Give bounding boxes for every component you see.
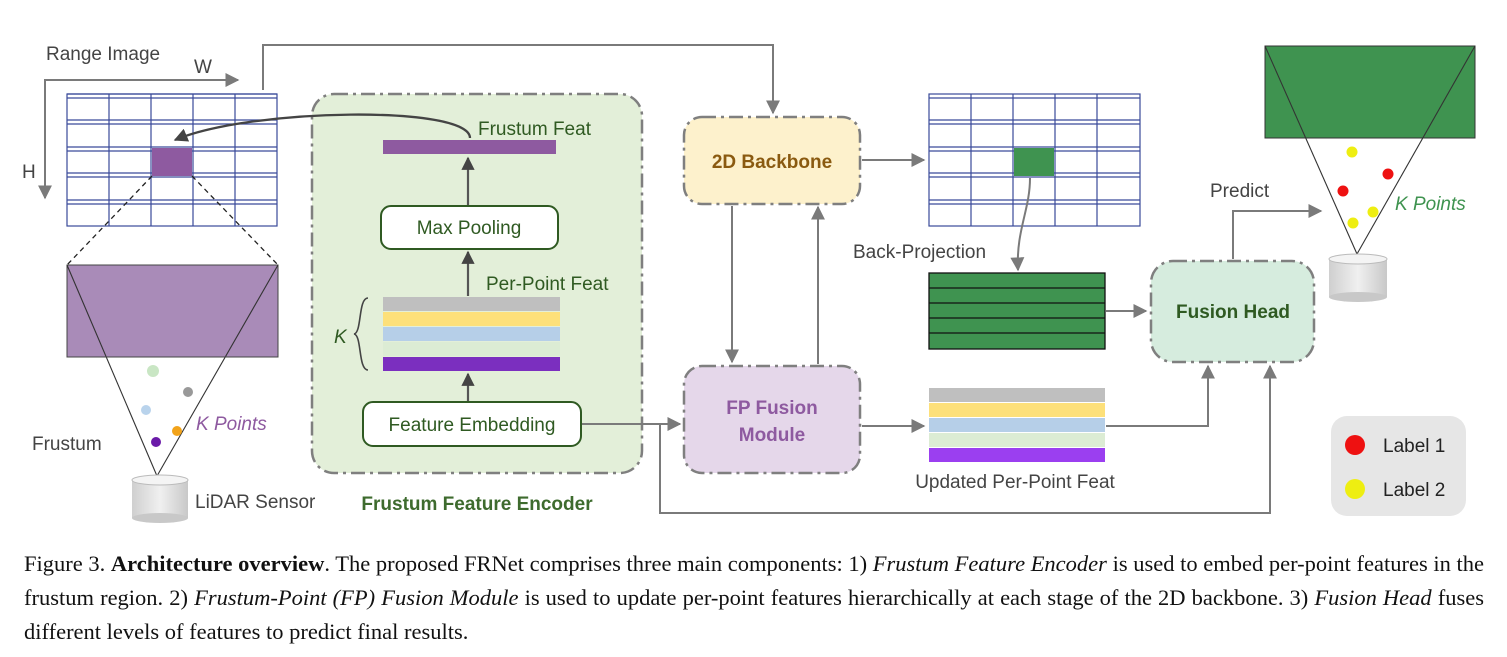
range-image: Range Image W H [22, 44, 278, 227]
range-image-grid [66, 93, 278, 227]
label1-text: Label 1 [1383, 436, 1445, 457]
selected-pixel [152, 148, 192, 176]
caption-title: Architecture overview [110, 551, 325, 576]
max-pooling-box [380, 205, 559, 250]
output-range-image-grid [928, 93, 1141, 227]
frustum-region [66, 264, 279, 358]
frustum-feat-label: Frustum Feat [478, 119, 592, 140]
backbone-label: 2D Backbone [712, 152, 832, 173]
architecture-diagram: Range Image W H K Points Frustum [22, 44, 1476, 523]
caption-text-4: fuses different levels of features to pr… [24, 585, 1485, 644]
caption-fp-module: Frustum-Point (FP) Fusion Module [194, 585, 519, 610]
fusion-head-box [1149, 259, 1316, 364]
back-projection-arrow [1010, 177, 1031, 272]
caption-fusion-head: Fusion Head [1314, 585, 1432, 610]
feature-embedding-box [362, 401, 582, 447]
frustum-feat-bar [383, 140, 556, 154]
prediction-frustum [1264, 45, 1476, 255]
caption-encoder: Frustum Feature Encoder [872, 551, 1107, 576]
output-pixel [1014, 148, 1054, 176]
skip-to-head-arrow [659, 364, 1277, 514]
figure-caption: Figure 3. Architecture overview. The pro… [24, 547, 1484, 649]
k-brace [353, 297, 369, 371]
max-pooling-label: Max Pooling [417, 218, 522, 239]
label2-swatch [1345, 479, 1365, 499]
lidar-sensor-icon-right [1328, 253, 1388, 302]
backbone-box [682, 115, 862, 206]
back-projected-feat [928, 272, 1106, 350]
frustum-label: Frustum [32, 434, 102, 455]
axis-arrows [38, 73, 240, 200]
label1-swatch [1345, 435, 1365, 455]
range-to-backbone-arrow [262, 44, 780, 115]
fusion-head-label: Fusion Head [1176, 302, 1290, 323]
frustum-feature-encoder: Frustum Feat Max Pooling Per-Point Feat … [310, 92, 644, 475]
caption-text-2: is used to embed per-point features in t… [24, 551, 1484, 610]
updated-per-point-feat-stack [929, 388, 1105, 462]
label2-text: Label 2 [1383, 480, 1445, 501]
k-label: K [334, 327, 348, 348]
fp-fusion-label-1: FP Fusion [726, 398, 817, 419]
fp-fusion-label-2: Module [739, 425, 806, 446]
head-to-predict-arrow [1232, 204, 1323, 259]
back-projection-label: Back-Projection [853, 242, 986, 263]
legend: Label 1 Label 2 [1331, 416, 1466, 516]
frustum-to-pixel-arrow [173, 113, 472, 142]
caption-text-3: is used to update per-point features hie… [524, 585, 1309, 610]
per-point-feat-stack [383, 297, 560, 371]
encoder-title: Frustum Feature Encoder [361, 494, 593, 515]
frustum-projection [66, 175, 279, 477]
updated-feat-label: Updated Per-Point Feat [915, 472, 1115, 493]
frustum-points-left [141, 365, 193, 447]
caption-figure: Figure 3. [24, 551, 106, 576]
caption-text-1: . The proposed FRNet comprises three mai… [324, 551, 868, 576]
updated-to-head-arrow [1106, 364, 1215, 427]
lidar-sensor-label: LiDAR Sensor [195, 492, 316, 513]
lidar-sensor-icon [131, 474, 189, 523]
per-point-feat-label: Per-Point Feat [486, 274, 609, 295]
fp-fusion-box [682, 364, 862, 475]
k-points-left-label: K Points [196, 414, 267, 435]
width-label: W [194, 57, 212, 78]
feature-embedding-label: Feature Embedding [389, 415, 556, 436]
k-points-right-label: K Points [1395, 194, 1466, 215]
range-image-title: Range Image [46, 44, 160, 65]
height-label: H [22, 162, 36, 183]
predict-label: Predict [1210, 181, 1270, 202]
